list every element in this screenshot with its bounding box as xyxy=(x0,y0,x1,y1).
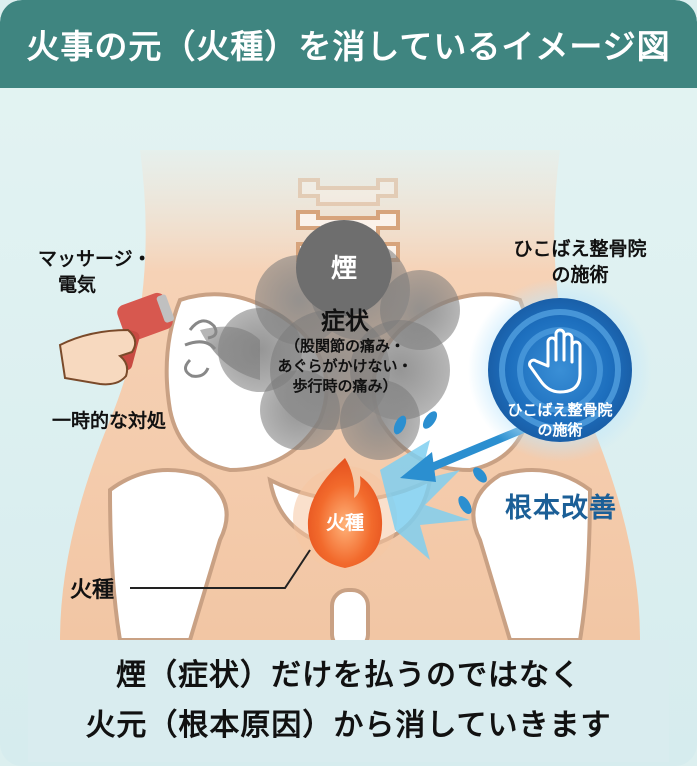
massage-label: マッサージ・ 電気 xyxy=(38,246,152,298)
hand-icon xyxy=(528,328,582,394)
clinic-badge-line2: の施術 xyxy=(537,421,583,439)
symptom-detail-2: あぐらがかけない・ xyxy=(277,357,413,375)
symptom-detail-3: 歩行時の痛み） xyxy=(292,377,398,395)
clinic-treatment-heading: ひこばえ整骨院 の施術 xyxy=(480,236,680,288)
summary-line-1: 煙（症状）だけを払うのではなく xyxy=(116,658,581,693)
clinic-badge-line1: ひこばえ整骨院 xyxy=(507,401,613,419)
clinic-heading-line1: ひこばえ整骨院 xyxy=(513,238,647,260)
clinic-badge-label: ひこばえ整骨院 の施術 xyxy=(490,400,630,440)
symptom-title: 症状 xyxy=(321,307,369,335)
ember-flame-label: 火種 xyxy=(325,512,364,534)
illustration-area: マッサージ・ 電気 一時的な対処 煙 症状 （股関節の痛み・ あぐらがかけない・… xyxy=(0,88,697,648)
massage-label-line2: 電気 xyxy=(58,274,97,296)
clinic-heading-line2: の施術 xyxy=(551,264,609,286)
header-bar: 火事の元（火種）を消しているイメージ図 xyxy=(0,0,697,88)
massage-label-line1: マッサージ・ xyxy=(38,248,152,270)
page-title: 火事の元（火種）を消しているイメージ図 xyxy=(26,27,671,66)
symptom-detail-1: （股関節の痛み・ xyxy=(284,337,405,355)
summary-message: 煙（症状）だけを払うのではなく 火元（根本原因）から消していきます xyxy=(28,640,669,762)
smoke-badge-label: 煙 xyxy=(330,254,357,284)
root-improvement-label: 根本改善 xyxy=(505,493,617,524)
massager-icon xyxy=(58,292,174,386)
summary-line-2: 火元（根本原因）から消していきます xyxy=(85,708,612,743)
temporary-treatment-label: 一時的な対処 xyxy=(52,410,167,432)
symptom-block: 症状 （股関節の痛み・ あぐらがかけない・ 歩行時の痛み） xyxy=(250,306,440,396)
ember-callout-label: 火種 xyxy=(70,578,115,603)
pelvis-illustration xyxy=(58,150,652,648)
